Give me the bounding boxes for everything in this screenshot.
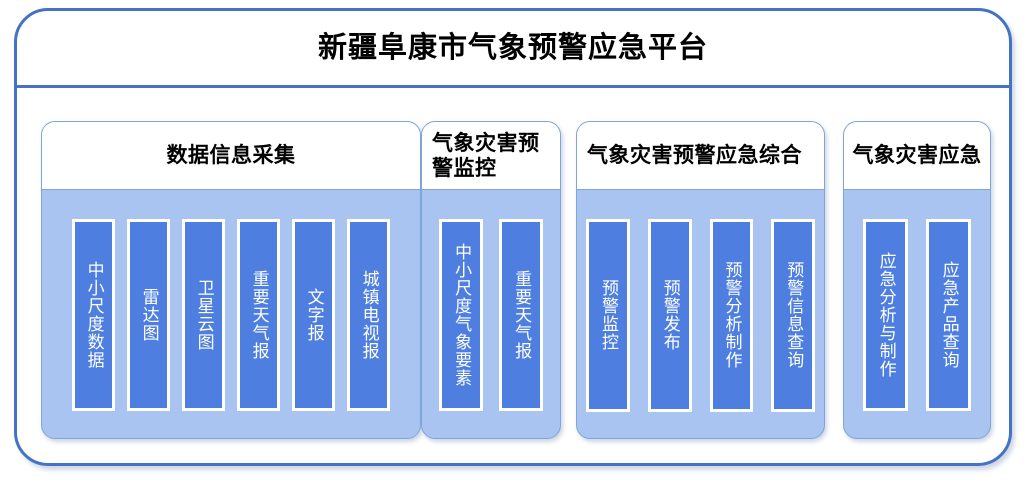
item-label: 文字报 xyxy=(303,288,324,342)
group-title: 气象灾害预警监控 xyxy=(432,130,540,180)
module-groups-row: 数据信息采集 中小尺度数据 雷达图 卫星云图 重要天气报 文字报 xyxy=(17,88,1009,463)
item-bar[interactable]: 雷达图 xyxy=(127,219,170,411)
group-disaster-warning-monitoring[interactable]: 气象灾害预警监控 中小尺度气象要素 重要天气报 xyxy=(421,121,561,439)
item-bar[interactable]: 重要天气报 xyxy=(237,219,280,411)
item-label: 城镇电视报 xyxy=(358,270,379,360)
item-label: 预警监控 xyxy=(597,279,618,351)
item-bar[interactable]: 重要天气报 xyxy=(499,219,543,411)
group-header: 气象灾害应急 xyxy=(844,122,990,190)
item-bar[interactable]: 预警发布 xyxy=(647,218,692,412)
item-label: 应急产品查询 xyxy=(938,261,959,369)
group-title: 气象灾害预警应急综合 xyxy=(587,143,802,168)
group-body: 中小尺度气象要素 重要天气报 xyxy=(422,190,560,438)
item-label: 应急分析与制作 xyxy=(875,252,896,378)
group-data-collection[interactable]: 数据信息采集 中小尺度数据 雷达图 卫星云图 重要天气报 文字报 xyxy=(41,121,421,439)
item-label: 预警信息查询 xyxy=(783,261,804,369)
item-bar[interactable]: 文字报 xyxy=(292,219,335,411)
item-label: 中小尺度气象要素 xyxy=(451,243,472,387)
item-label: 卫星云图 xyxy=(193,279,214,351)
group-header: 数据信息采集 xyxy=(42,122,420,190)
item-bar[interactable]: 应急分析与制作 xyxy=(863,219,908,411)
group-title: 数据信息采集 xyxy=(166,143,296,168)
item-label: 重要天气报 xyxy=(511,270,532,360)
group-warning-emergency-integrated[interactable]: 气象灾害预警应急综合 预警监控 预警发布 预警分析制作 预警信息查询 xyxy=(576,121,825,439)
item-label: 重要天气报 xyxy=(248,270,269,360)
item-label: 预警发布 xyxy=(659,279,680,351)
item-bar[interactable]: 预警信息查询 xyxy=(771,218,815,412)
item-bar[interactable]: 中小尺度数据 xyxy=(72,219,115,411)
group-body: 中小尺度数据 雷达图 卫星云图 重要天气报 文字报 城镇电视报 xyxy=(42,190,420,438)
group-header: 气象灾害预警监控 xyxy=(422,122,560,190)
platform-frame: 新疆阜康市气象预警应急平台 数据信息采集 中小尺度数据 雷达图 卫星云图 重要天… xyxy=(14,8,1012,466)
item-bar[interactable]: 预警监控 xyxy=(586,218,630,412)
group-body: 预警监控 预警发布 预警分析制作 预警信息查询 xyxy=(577,190,824,438)
item-bar[interactable]: 中小尺度气象要素 xyxy=(439,219,483,411)
page-title: 新疆阜康市气象预警应急平台 xyxy=(317,30,708,65)
item-label: 中小尺度数据 xyxy=(83,261,104,369)
item-label: 雷达图 xyxy=(138,288,159,342)
group-header: 气象灾害预警应急综合 xyxy=(577,122,824,190)
item-bar[interactable]: 应急产品查询 xyxy=(926,219,971,411)
group-disaster-emergency[interactable]: 气象灾害应急 应急分析与制作 应急产品查询 xyxy=(843,121,991,439)
item-bar[interactable]: 预警分析制作 xyxy=(709,218,754,412)
group-body: 应急分析与制作 应急产品查询 xyxy=(844,190,990,438)
item-label: 预警分析制作 xyxy=(721,261,742,369)
item-bar[interactable]: 卫星云图 xyxy=(182,219,225,411)
platform-title-bar: 新疆阜康市气象预警应急平台 xyxy=(17,11,1009,88)
item-bar[interactable]: 城镇电视报 xyxy=(347,219,390,411)
group-title: 气象灾害应急 xyxy=(852,143,982,168)
